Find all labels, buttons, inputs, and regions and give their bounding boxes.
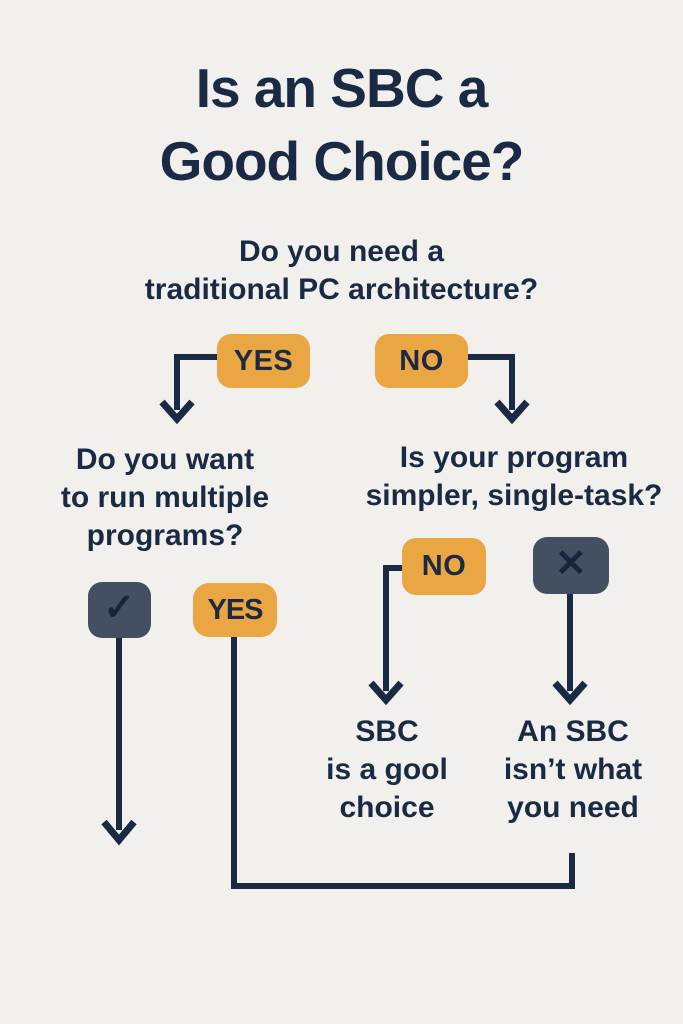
- yes-badge-mid: YES: [193, 583, 277, 637]
- left-branch-question: Do you want to run multiple programs?: [15, 441, 315, 555]
- outcome-positive: SBC is a gool choice: [297, 713, 477, 827]
- outcome-negative-line-2: isn’t what: [503, 753, 643, 787]
- arrowhead-down-icon: [552, 680, 588, 706]
- right-question-line-2: simpler, single-task?: [365, 479, 663, 513]
- outcome-positive-line-1: SBC: [355, 715, 419, 748]
- root-question: Do you need a traditional PC architectur…: [0, 233, 683, 309]
- yes-badge-mid-label: YES: [207, 593, 263, 626]
- arrowhead-down-icon: [368, 680, 404, 706]
- right-branch-question: Is your program simpler, single-task?: [358, 439, 670, 515]
- outcome-positive-line-3: choice: [339, 791, 435, 825]
- left-question-line-2: to run multiple: [60, 481, 270, 515]
- left-question-line-1: Do you want: [75, 443, 255, 476]
- yes-badge-top-label: YES: [233, 344, 294, 377]
- outcome-negative-line-1: An SBC: [517, 715, 629, 748]
- outcome-positive-line-2: is a gool: [326, 753, 448, 787]
- arrowhead-down-icon: [159, 399, 195, 425]
- outcome-negative-line-3: you need: [507, 791, 639, 825]
- x-icon: ✕: [554, 542, 588, 585]
- no-badge-mid: NO: [402, 538, 486, 595]
- left-question-line-3: programs?: [86, 519, 244, 553]
- page-title-line-1: Is an SBC a: [195, 57, 489, 119]
- page-title: Is an SBC a Good Choice?: [0, 52, 683, 197]
- root-question-line-2: traditional PC architecture?: [144, 273, 539, 307]
- checkmark-icon: ✓: [103, 587, 136, 629]
- yes-branch-elbow-line: [174, 354, 217, 410]
- arrowhead-down-icon: [494, 399, 530, 425]
- root-question-line-1: Do you need a: [238, 235, 445, 268]
- no-branch-elbow-line: [468, 354, 515, 410]
- page-title-line-2: Good Choice?: [159, 129, 525, 192]
- x-badge: ✕: [533, 537, 609, 594]
- yes-loop-line: [231, 637, 575, 889]
- no-mid-elbow-line: [383, 565, 402, 691]
- check-badge: ✓: [88, 582, 151, 638]
- no-badge-mid-label: NO: [421, 550, 467, 582]
- yes-badge-top: YES: [217, 334, 310, 388]
- outcome-negative: An SBC isn’t what you need: [482, 713, 664, 827]
- no-badge-top: NO: [375, 334, 468, 388]
- no-badge-top-label: NO: [399, 344, 444, 377]
- right-question-line-1: Is your program: [399, 441, 629, 474]
- arrowhead-down-icon: [101, 819, 137, 846]
